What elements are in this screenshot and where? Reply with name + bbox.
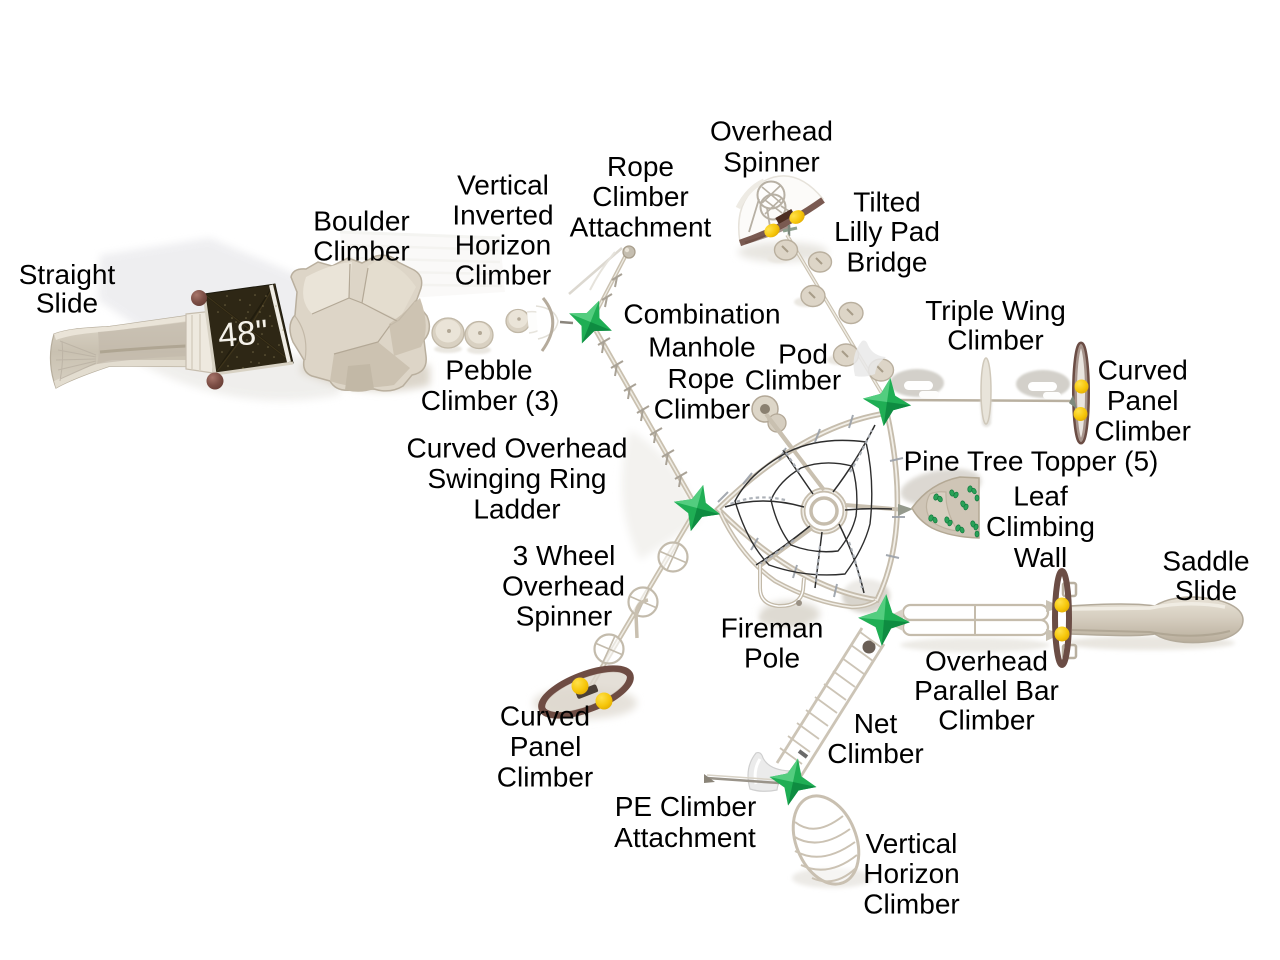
svg-text:Straight: Straight [19,259,116,290]
svg-text:Lilly Pad: Lilly Pad [834,216,940,247]
svg-text:Overhead: Overhead [925,646,1048,677]
svg-text:Horizon: Horizon [863,858,959,889]
svg-text:Overhead: Overhead [502,571,625,602]
svg-text:Ladder: Ladder [473,494,560,525]
svg-text:Climber: Climber [592,181,688,212]
svg-text:Slide: Slide [1175,575,1237,606]
svg-text:Triple Wing: Triple Wing [925,295,1066,326]
svg-text:Climber: Climber [1094,416,1190,447]
svg-text:Bridge: Bridge [847,247,928,278]
svg-text:48": 48" [217,313,270,355]
svg-text:Manhole: Manhole [648,332,755,363]
svg-text:Attachment: Attachment [614,822,756,853]
svg-text:Climber: Climber [497,762,593,793]
svg-text:Swinging Ring: Swinging Ring [428,463,607,494]
svg-text:Wall: Wall [1014,542,1067,573]
svg-text:Fireman: Fireman [721,613,824,644]
svg-text:Climber: Climber [313,236,409,267]
svg-text:Curved: Curved [500,701,590,732]
svg-text:Saddle: Saddle [1162,546,1249,577]
svg-text:Climber: Climber [455,260,551,291]
svg-text:Overhead: Overhead [710,116,833,147]
svg-text:Slide: Slide [36,288,98,319]
svg-text:PE Climber: PE Climber [615,791,757,822]
svg-text:Pebble: Pebble [445,355,532,386]
svg-text:Panel: Panel [510,731,582,762]
svg-text:Spinner: Spinner [516,601,613,632]
svg-text:Leaf: Leaf [1013,481,1068,512]
svg-text:Inverted: Inverted [452,200,553,231]
svg-text:Curved: Curved [1098,355,1188,386]
svg-text:Climber (3): Climber (3) [421,385,559,416]
svg-text:Vertical: Vertical [457,170,549,201]
svg-text:Climber: Climber [654,394,750,425]
svg-text:Boulder: Boulder [313,206,410,237]
svg-text:Pod: Pod [778,339,828,370]
svg-text:Curved Overhead: Curved Overhead [406,433,627,464]
svg-text:3 Wheel: 3 Wheel [513,540,616,571]
svg-text:Climber: Climber [938,705,1034,736]
svg-text:Climber: Climber [947,325,1043,356]
svg-text:Tilted: Tilted [853,187,920,218]
svg-text:Horizon: Horizon [455,230,551,261]
svg-text:Climbing: Climbing [986,511,1095,542]
svg-text:Climber: Climber [827,738,923,769]
svg-text:Vertical: Vertical [866,828,958,859]
svg-text:Panel: Panel [1107,385,1179,416]
svg-text:Rope: Rope [607,151,674,182]
svg-text:Climber: Climber [863,889,959,920]
svg-text:Pole: Pole [744,643,800,674]
svg-text:Parallel Bar: Parallel Bar [914,675,1059,706]
svg-text:Attachment: Attachment [570,212,712,243]
svg-text:Rope: Rope [668,363,735,394]
svg-text:Net: Net [854,708,898,739]
svg-text:Pine Tree Topper (5): Pine Tree Topper (5) [904,446,1159,477]
svg-text:Combination: Combination [623,299,780,330]
svg-text:Climber: Climber [745,365,841,396]
svg-text:Spinner: Spinner [723,147,820,178]
